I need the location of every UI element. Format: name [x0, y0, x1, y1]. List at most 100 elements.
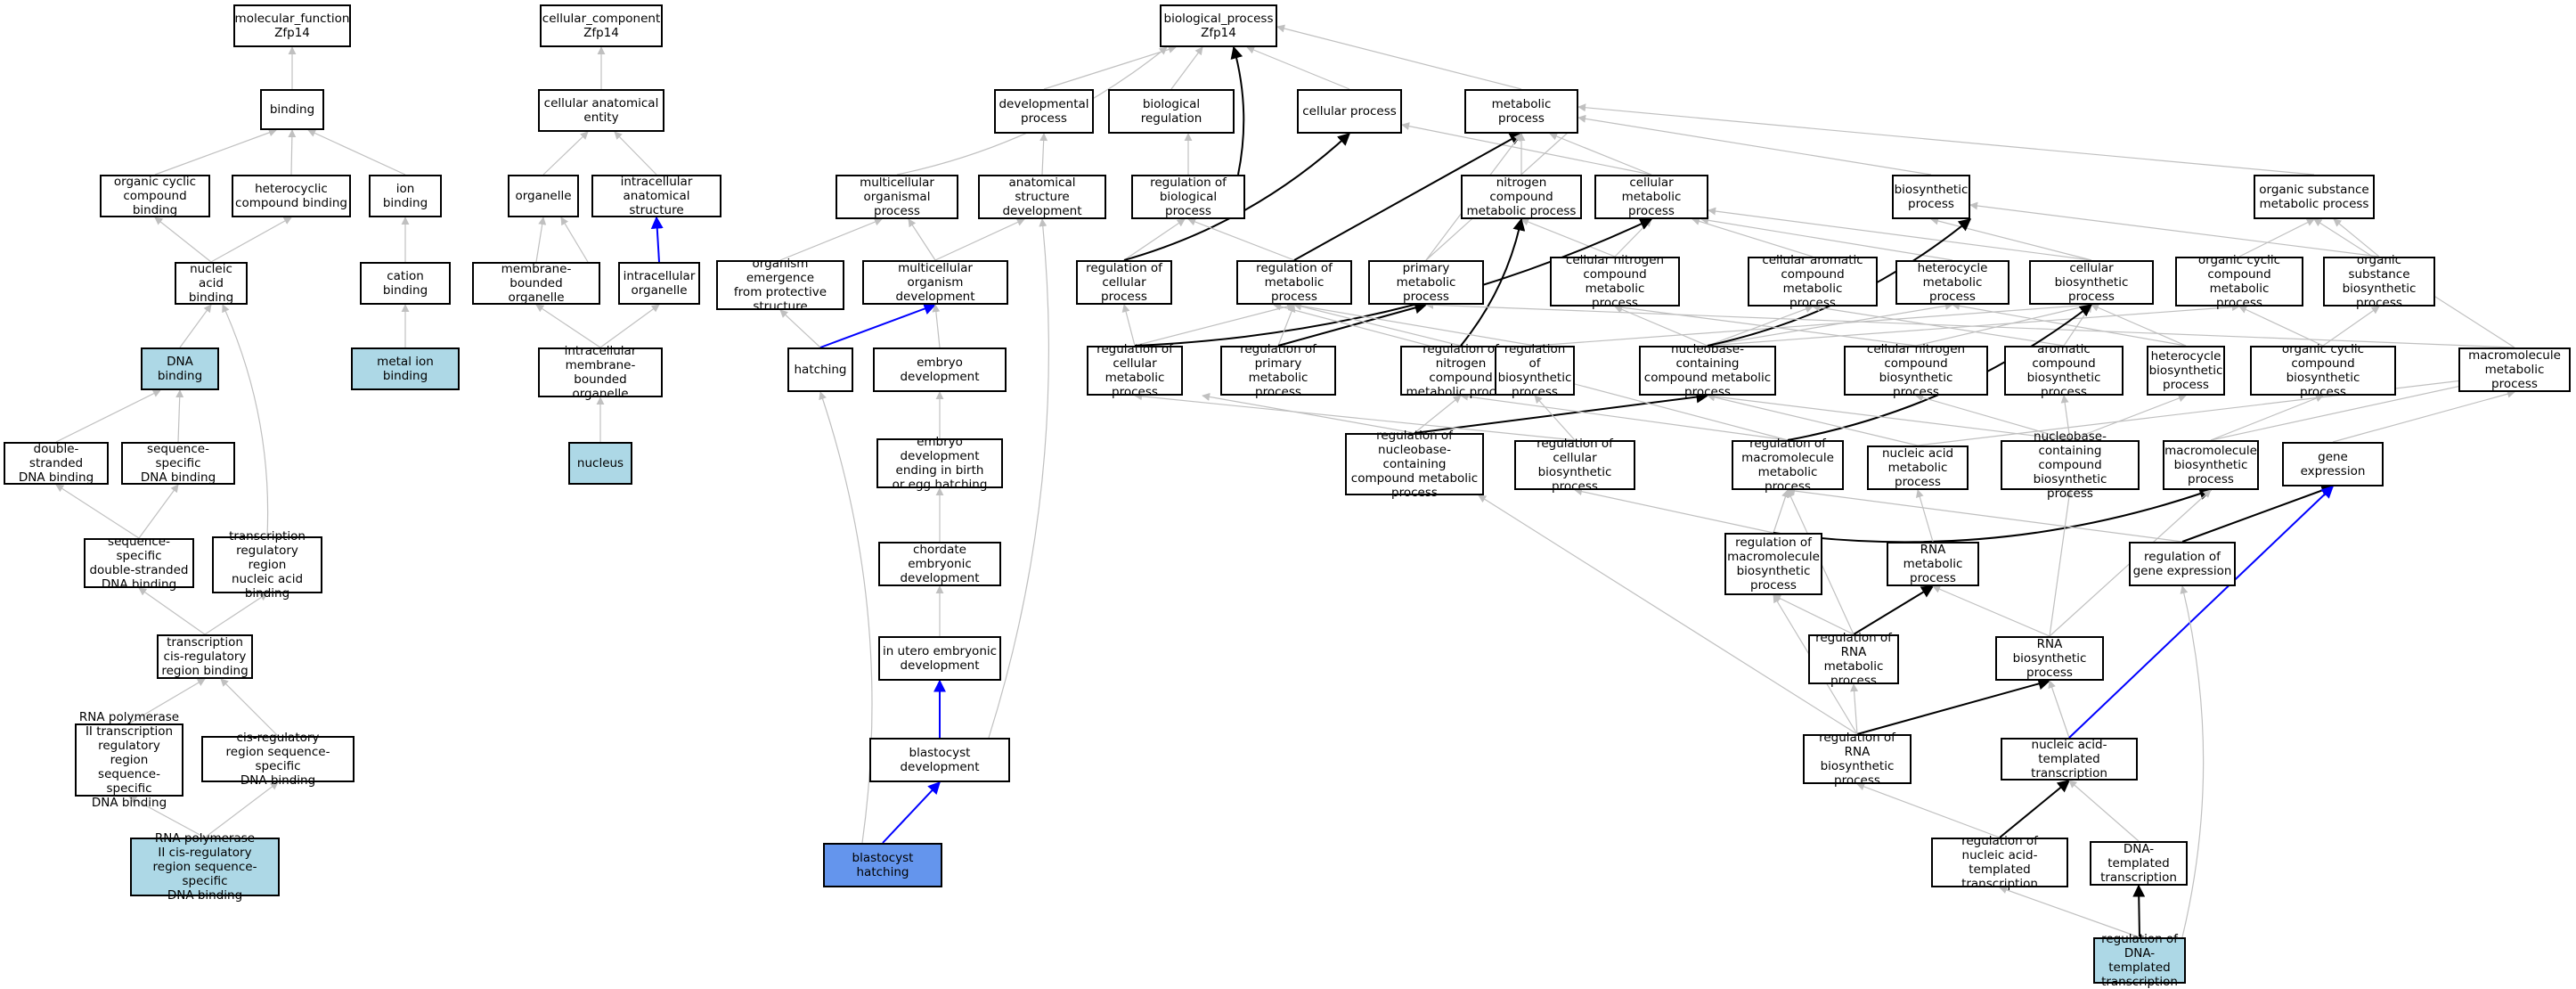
node-regulation-of-cellular-metabolic-process[interactable]: regulation of cellular metabolic process — [1087, 342, 1183, 399]
node-rnap2-transcription-regulatory-binding[interactable]: RNA polymerase II transcription regulato… — [75, 710, 183, 810]
node-ion-binding[interactable]: ion binding — [369, 175, 442, 217]
edge — [220, 678, 279, 737]
edge — [1414, 395, 1462, 434]
node-heterocycle-metabolic-process[interactable]: heterocycle metabolic process — [1895, 260, 2009, 305]
node-cellular-nitrogen-compound-biosynthetic-process[interactable]: cellular nitrogen compound biosynthetic … — [1844, 342, 1988, 399]
node-regulation-of-macromolecule-metabolic-process[interactable]: regulation of macromolecule metabolic pr… — [1732, 437, 1844, 494]
node-regulation-of-biological-process[interactable]: regulation of biological process — [1131, 175, 1245, 219]
node-organic-substance-metabolic-process[interactable]: organic substance metabolic process — [2254, 175, 2375, 219]
node-nucleus[interactable]: nucleus — [568, 442, 632, 485]
node-cellular-process[interactable]: cellular process — [1297, 89, 1402, 134]
node-in-utero-embryonic-development[interactable]: in utero embryonic development — [878, 636, 1001, 681]
node-organism-emergence[interactable]: organism emergence from protective struc… — [716, 257, 844, 314]
node-nucleobase-containing-compound-biosynthetic-process[interactable]: nucleobase-containing compound biosynthe… — [2001, 429, 2140, 501]
node-anatomical-structure-development[interactable]: anatomical structure development — [978, 175, 1106, 219]
node-metal-ion-binding[interactable]: metal ion binding — [351, 347, 460, 390]
node-cellular-aromatic-compound-metabolic-process[interactable]: cellular aromatic compound metabolic pro… — [1748, 253, 1878, 310]
node-organic-cyclic-compound-metabolic-process[interactable]: organic cyclic compound metabolic proces… — [2175, 253, 2303, 310]
node-multicellular-organismal-process[interactable]: multicellular organismal process — [836, 175, 958, 219]
node-regulation-of-rna-biosynthetic-process[interactable]: regulation of RNA biosynthetic process — [1803, 731, 1912, 788]
node-nucleobase-containing-compound-metabolic-process[interactable]: nucleobase-containing compound metabolic… — [1639, 342, 1776, 399]
node-hatching[interactable]: hatching — [787, 347, 853, 392]
edge — [1520, 217, 1616, 257]
node-regulation-of-dna-templated-transcription[interactable]: regulation of DNA-templated transcriptio… — [2093, 932, 2186, 989]
node-biosynthetic-process[interactable]: biosynthetic process — [1892, 175, 1970, 219]
node-biological-regulation[interactable]: biological regulation — [1108, 89, 1235, 134]
node-cation-binding[interactable]: cation binding — [360, 262, 451, 305]
node-gene-expression[interactable]: gene expression — [2282, 442, 2384, 486]
edge — [1969, 201, 2380, 257]
edge — [1915, 302, 2092, 347]
node-blastocyst-hatching[interactable]: blastocyst hatching — [823, 843, 942, 887]
node-biological-process[interactable]: biological_process Zfp14 — [1160, 4, 1277, 47]
node-cellular-nitrogen-compound-metabolic-process[interactable]: cellular nitrogen compound metabolic pro… — [1550, 253, 1680, 310]
node-primary-metabolic-process[interactable]: primary metabolic process — [1368, 260, 1484, 305]
node-transcription-regulatory-region-binding[interactable]: transcription regulatory region nucleic … — [212, 529, 322, 601]
node-aromatic-compound-biosynthetic-process[interactable]: aromatic compound biosynthetic process — [2004, 342, 2124, 399]
edge — [2068, 780, 2140, 842]
node-rnap2-cis-regulatory-binding[interactable]: RNA polymerase II cis-regulatory region … — [130, 831, 280, 903]
edge — [1478, 494, 1858, 735]
node-regulation-of-nucleobase-containing-compound-metabolic-process[interactable]: regulation of nucleobase-containing comp… — [1345, 429, 1484, 500]
node-sequence-specific-dna-binding[interactable]: sequence-specific DNA binding — [121, 442, 235, 485]
node-cellular-biosynthetic-process[interactable]: cellular biosynthetic process — [2029, 260, 2154, 305]
node-regulation-of-macromolecule-biosynthetic-process[interactable]: regulation of macromolecule biosynthetic… — [1724, 533, 1822, 595]
node-rna-metabolic-process[interactable]: RNA metabolic process — [1887, 542, 1979, 586]
node-organic-substance-biosynthetic-process[interactable]: organic substance biosynthetic process — [2323, 253, 2435, 310]
node-cellular-metabolic-process[interactable]: cellular metabolic process — [1594, 175, 1708, 219]
node-organic-cyclic-compound-biosynthetic-process[interactable]: organic cyclic compound biosynthetic pro… — [2250, 342, 2396, 399]
edge — [1952, 301, 2187, 347]
node-embryo-development[interactable]: embryo development — [873, 347, 1007, 392]
node-regulation-of-cellular-process[interactable]: regulation of cellular process — [1076, 260, 1172, 305]
node-regulation-of-metabolic-process[interactable]: regulation of metabolic process — [1236, 260, 1352, 305]
edge — [2060, 395, 2071, 441]
node-metabolic-process[interactable]: metabolic process — [1464, 89, 1578, 134]
node-intracellular-membrane-bounded-organelle[interactable]: intracellular membrane-bounded organelle — [538, 344, 663, 401]
node-developmental-process[interactable]: developmental process — [994, 89, 1094, 134]
node-membrane-bounded-organelle[interactable]: membrane-bounded organelle — [472, 262, 600, 305]
node-multicellular-organism-development[interactable]: multicellular organism development — [862, 260, 1008, 305]
edge — [1915, 393, 2071, 441]
node-macromolecule-biosynthetic-process[interactable]: macromolecule biosynthetic process — [2163, 440, 2259, 490]
node-embryo-development-ending-in-birth[interactable]: embryo development ending in birth or eg… — [876, 435, 1003, 492]
edge — [2238, 218, 2315, 257]
node-blastocyst-development[interactable]: blastocyst development — [869, 738, 1010, 782]
node-intracellular-anatomical-structure[interactable]: intracellular anatomical structure — [591, 175, 721, 217]
edge — [1460, 217, 1526, 347]
node-molecular-function[interactable]: molecular_function Zfp14 — [233, 4, 351, 47]
node-double-stranded-dna-binding[interactable]: double-stranded DNA binding — [4, 442, 109, 485]
node-rna-biosynthetic-process[interactable]: RNA biosynthetic process — [1995, 636, 2104, 681]
node-dna-binding[interactable]: DNA binding — [141, 347, 219, 390]
node-organelle[interactable]: organelle — [508, 175, 579, 217]
node-cellular-component[interactable]: cellular_component Zfp14 — [540, 4, 663, 47]
edge — [1707, 393, 1919, 446]
node-intracellular-organelle[interactable]: intracellular organelle — [618, 262, 700, 305]
edge — [1614, 218, 1652, 257]
node-transcription-cis-regulatory-region-binding[interactable]: transcription cis-regulatory region bind… — [157, 634, 253, 679]
node-nitrogen-compound-metabolic-process[interactable]: nitrogen compound metabolic process — [1461, 175, 1582, 219]
node-sequence-specific-ds-dna-binding[interactable]: sequence-specific double-stranded DNA bi… — [84, 535, 194, 592]
node-nucleic-acid-metabolic-process[interactable]: nucleic acid metabolic process — [1867, 445, 1969, 490]
node-macromolecule-metabolic-process[interactable]: macromolecule metabolic process — [2458, 347, 2571, 392]
node-heterocycle-biosynthetic-process[interactable]: heterocycle biosynthetic process — [2147, 346, 2225, 396]
node-cellular-anatomical-entity[interactable]: cellular anatomical entity — [538, 89, 664, 132]
node-nucleic-acid-binding[interactable]: nucleic acid binding — [175, 262, 248, 305]
node-nucleic-acid-templated-transcription[interactable]: nucleic acid-templated transcription — [2001, 738, 2138, 781]
node-regulation-of-nucleic-acid-templated-transcription[interactable]: regulation of nucleic acid-templated tra… — [1931, 834, 2068, 891]
node-binding[interactable]: binding — [260, 89, 324, 130]
edge — [2332, 389, 2515, 443]
node-chordate-embryonic-development[interactable]: chordate embryonic development — [878, 542, 1001, 586]
edge — [1915, 489, 1934, 543]
edge — [535, 304, 601, 348]
edge — [1187, 217, 1295, 261]
node-organic-cyclic-compound-binding[interactable]: organic cyclic compound binding — [100, 175, 210, 217]
node-regulation-of-gene-expression[interactable]: regulation of gene expression — [2129, 542, 2236, 586]
node-regulation-of-cellular-biosynthetic-process[interactable]: regulation of cellular biosynthetic proc… — [1514, 437, 1635, 494]
node-regulation-of-rna-metabolic-process[interactable]: regulation of RNA metabolic process — [1808, 631, 1899, 688]
node-regulation-of-biosynthetic-process[interactable]: regulation of biosynthetic process — [1495, 342, 1575, 399]
node-regulation-of-primary-metabolic-process[interactable]: regulation of primary metabolic process — [1220, 342, 1336, 399]
node-cis-regulatory-region-binding[interactable]: cis-regulatory region sequence-specific … — [201, 731, 355, 788]
node-heterocyclic-compound-binding[interactable]: heterocyclic compound binding — [232, 175, 351, 217]
edge — [1134, 392, 1576, 441]
node-dna-templated-transcription[interactable]: DNA-templated transcription — [2090, 841, 2188, 886]
